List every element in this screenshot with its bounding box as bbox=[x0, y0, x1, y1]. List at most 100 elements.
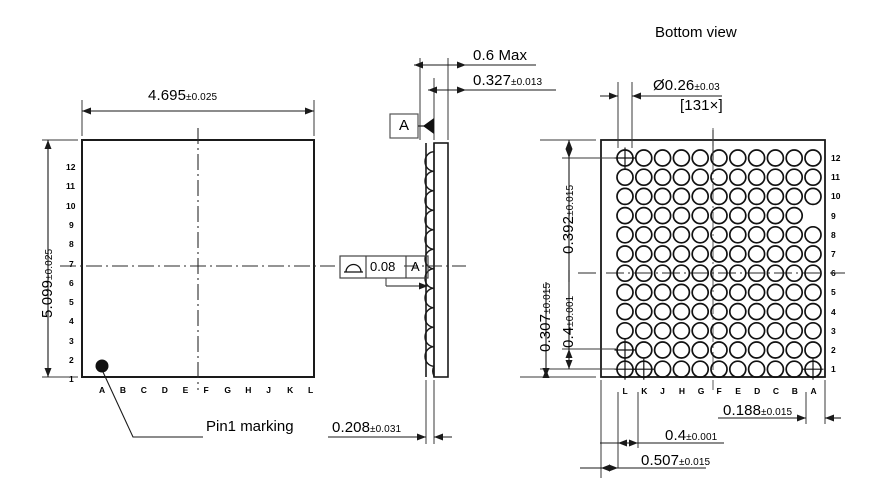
feature-control-frame bbox=[339, 255, 429, 279]
solder-ball bbox=[672, 341, 691, 359]
solder-ball bbox=[710, 225, 728, 244]
solder-ball bbox=[653, 360, 672, 379]
bottom-view-row-label: 5 bbox=[831, 287, 836, 298]
solder-ball bbox=[653, 321, 672, 340]
solder-ball bbox=[747, 168, 766, 187]
dim-pitch-x: 0.4±0.001 bbox=[665, 427, 718, 444]
solder-ball bbox=[728, 321, 747, 340]
bottom-view-col-label: F bbox=[716, 386, 722, 396]
solder-ball bbox=[691, 225, 710, 244]
top-view-row-label: 11 bbox=[66, 181, 75, 192]
dim-edge-to-ball-top: 0.392±0.015 bbox=[560, 184, 577, 254]
dim-pitch-y: 0.4±0.001 bbox=[560, 295, 577, 348]
bottom-view-row-label: 2 bbox=[831, 345, 836, 355]
top-view-col-label: D bbox=[161, 385, 168, 395]
solder-ball bbox=[691, 149, 710, 167]
pin1-dot bbox=[95, 359, 109, 373]
solder-ball bbox=[766, 264, 785, 283]
solder-ball bbox=[710, 302, 728, 321]
top-view-col-label: L bbox=[308, 385, 314, 395]
solder-ball bbox=[691, 321, 710, 340]
solder-ball bbox=[766, 245, 785, 263]
solder-ball bbox=[766, 321, 785, 340]
solder-ball bbox=[691, 245, 710, 263]
bottom-view-col-label: J bbox=[660, 386, 665, 396]
solder-ball bbox=[653, 302, 672, 321]
bottom-view-col-label: C bbox=[772, 386, 780, 396]
pin1-marking-label: Pin1 marking bbox=[206, 418, 294, 435]
solder-ball bbox=[785, 245, 804, 263]
bottom-view-col-label: D bbox=[754, 386, 761, 396]
solder-ball bbox=[804, 341, 822, 359]
overall-height-dim: 0.6 Max bbox=[473, 47, 528, 64]
solder-ball bbox=[710, 245, 728, 263]
side-ball-stack bbox=[424, 151, 435, 377]
solder-ball bbox=[728, 206, 747, 225]
bottom-view-row-label: 10 bbox=[831, 191, 841, 202]
top-view-row-label: 3 bbox=[69, 335, 74, 346]
solder-ball bbox=[691, 187, 710, 206]
solder-ball bbox=[785, 341, 804, 359]
solder-ball bbox=[634, 264, 653, 283]
solder-ball bbox=[653, 283, 672, 302]
top-view-row-label: 5 bbox=[69, 297, 74, 308]
solder-ball bbox=[728, 168, 747, 187]
top-view-row-label: 9 bbox=[69, 219, 74, 230]
solder-ball bbox=[766, 206, 785, 225]
ball-count-label: [131×] bbox=[680, 97, 723, 114]
solder-ball bbox=[728, 264, 747, 283]
top-view-col-label: H bbox=[245, 385, 252, 395]
top-view-row-label: 7 bbox=[69, 258, 74, 269]
solder-ball bbox=[672, 149, 691, 167]
solder-ball bbox=[785, 321, 804, 340]
pin1-leader-line bbox=[102, 371, 203, 438]
datum-a-triangle bbox=[423, 118, 434, 134]
top-view-width-dim: 4.695±0.025 bbox=[148, 87, 218, 104]
solder-ball bbox=[766, 168, 785, 187]
dim-edge-to-ball-bottom: 0.307±0.015 bbox=[537, 282, 554, 352]
solder-ball bbox=[728, 283, 747, 302]
solder-ball bbox=[728, 225, 747, 244]
solder-ball bbox=[634, 283, 653, 302]
solder-ball bbox=[747, 245, 766, 263]
solder-ball bbox=[785, 360, 804, 379]
solder-ball bbox=[804, 187, 822, 206]
solder-ball bbox=[785, 206, 804, 225]
solder-ball bbox=[728, 245, 747, 263]
solder-ball bbox=[653, 225, 672, 244]
solder-ball bbox=[634, 187, 653, 206]
solder-ball bbox=[785, 264, 804, 283]
top-view-col-label: B bbox=[119, 385, 127, 395]
bottom-view-row-label: 9 bbox=[831, 210, 836, 221]
solder-ball bbox=[672, 187, 691, 206]
bottom-view-col-label: B bbox=[791, 386, 798, 396]
solder-ball bbox=[691, 206, 710, 225]
solder-ball bbox=[691, 264, 710, 283]
bottom-view-group bbox=[520, 82, 845, 478]
bottom-view-col-label: H bbox=[678, 386, 686, 396]
solder-ball bbox=[616, 168, 634, 187]
solder-ball bbox=[728, 360, 747, 379]
solder-ball bbox=[747, 225, 766, 244]
solder-ball bbox=[710, 360, 728, 379]
solder-ball bbox=[616, 245, 634, 263]
solder-ball bbox=[785, 283, 804, 302]
solder-ball bbox=[804, 149, 822, 167]
solder-ball bbox=[634, 302, 653, 321]
solder-ball bbox=[634, 225, 653, 244]
solder-ball bbox=[710, 321, 728, 340]
solder-ball bbox=[804, 225, 822, 244]
top-view-col-label: A bbox=[99, 385, 106, 395]
solder-ball bbox=[616, 206, 634, 225]
top-view-row-label: 8 bbox=[69, 239, 74, 250]
solder-ball bbox=[634, 149, 653, 167]
solder-ball bbox=[616, 283, 634, 302]
solder-ball bbox=[785, 168, 804, 187]
solder-ball bbox=[710, 283, 728, 302]
solder-ball bbox=[766, 341, 785, 359]
solder-ball bbox=[634, 341, 653, 359]
side-body-outline bbox=[433, 142, 449, 378]
solder-ball bbox=[672, 283, 691, 302]
solder-ball bbox=[766, 302, 785, 321]
